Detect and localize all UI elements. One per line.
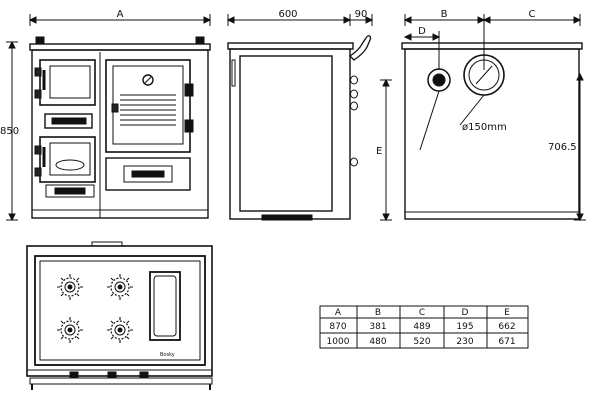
table-cell: 662 — [498, 322, 515, 332]
table-header-d: D — [462, 308, 469, 318]
table-cell: 870 — [329, 322, 346, 332]
table-cell: 489 — [413, 322, 430, 332]
dim-e-label: E — [376, 146, 382, 157]
firebox-door — [34, 59, 96, 106]
dim-a-label: A — [117, 9, 124, 20]
back-body — [404, 48, 580, 220]
simmer-plate — [149, 271, 181, 341]
dim-850-line — [6, 40, 18, 222]
side-view — [226, 14, 374, 221]
dimensions-table: A B C D E 870 381 489 195 662 1000 480 5… — [319, 305, 529, 349]
table-header-b: B — [375, 308, 381, 318]
dim-600-line — [226, 14, 352, 26]
front-rail — [27, 369, 213, 390]
nameplate-bar — [44, 113, 93, 129]
top-view — [26, 241, 213, 390]
front-body — [31, 49, 209, 219]
top-outer — [26, 245, 213, 377]
table-cell: 520 — [413, 337, 430, 347]
side-knobs — [350, 75, 358, 167]
dim-b-label: B — [441, 9, 448, 20]
hob-plate — [34, 255, 206, 366]
front-top-plate — [29, 43, 211, 51]
ash-drawer — [45, 184, 95, 198]
dim-d-label: D — [418, 26, 426, 37]
dim-a-line — [28, 14, 212, 26]
dim-706-label: 706.5 — [548, 142, 577, 153]
side-top-plate — [227, 42, 354, 50]
dim-b-line — [403, 14, 486, 70]
table-cell: 195 — [456, 322, 473, 332]
table-header-c: C — [419, 308, 425, 318]
dim-90-label: 90 — [355, 9, 368, 20]
flue-outlet-small — [427, 68, 451, 92]
dim-600-label: 600 — [278, 9, 297, 20]
back-view — [380, 14, 586, 222]
flue-diameter-label: ø150mm — [462, 122, 507, 133]
table-cell: 480 — [369, 337, 386, 347]
side-panel — [239, 55, 333, 212]
dim-c-label: C — [529, 9, 536, 20]
front-view — [6, 14, 212, 222]
dim-90-line — [350, 14, 374, 26]
table-cell: 230 — [456, 337, 473, 347]
brand-plate-text: Bosky — [160, 352, 175, 358]
table-header-a: A — [335, 308, 342, 318]
dim-d-line — [403, 31, 441, 70]
back-top-plate — [401, 42, 583, 50]
table-cell: 1000 — [327, 337, 350, 347]
dim-c-line — [482, 14, 582, 26]
dim-e-line — [380, 78, 392, 222]
plinth-drawer — [105, 157, 191, 191]
burners — [56, 273, 134, 344]
oven-door — [105, 59, 194, 153]
flue-pipe — [348, 35, 372, 61]
ash-door — [34, 136, 96, 183]
table-cell: 671 — [498, 337, 515, 347]
dim-850-label: 850 — [0, 126, 19, 137]
table-header-e: E — [504, 308, 510, 318]
table-cell: 381 — [369, 322, 386, 332]
